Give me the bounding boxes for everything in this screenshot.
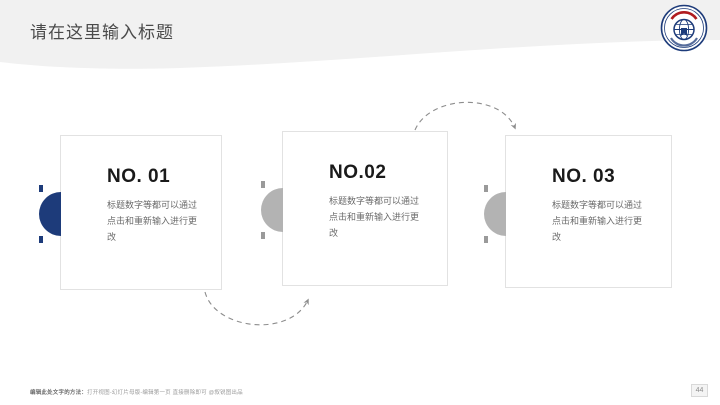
card-title: NO. 01 xyxy=(107,166,171,187)
footer-note: 编辑此处文字的方法：打开视图-幻灯片母版-编辑第一页 直接删除即可 @叙锐图出品 xyxy=(30,388,243,396)
card-badge-02 xyxy=(261,181,283,239)
university-seal-logo xyxy=(660,4,708,52)
card-no-03[interactable]: NO. 03 标题数字等都可以通过点击和重新输入进行更改 xyxy=(484,135,672,288)
card-badge-01 xyxy=(39,185,61,243)
footer-note-label: 编辑此处文字的方法： xyxy=(30,390,88,396)
card-no-02[interactable]: NO.02 标题数字等都可以通过点击和重新输入进行更改 xyxy=(261,131,448,286)
card-no-01[interactable]: NO. 01 标题数字等都可以通过点击和重新输入进行更改 xyxy=(39,135,222,290)
badge-tab-bottom-icon xyxy=(484,236,488,243)
page-number-badge: 44 xyxy=(691,384,708,397)
card-body: 标题数字等都可以通过点击和重新输入进行更改 xyxy=(107,200,198,242)
card-title: NO. 03 xyxy=(552,166,616,187)
badge-tab-bottom-icon xyxy=(261,232,265,239)
card-body: 标题数字等都可以通过点击和重新输入进行更改 xyxy=(329,196,420,238)
badge-tab-bottom-icon xyxy=(39,236,43,243)
card-badge-03 xyxy=(484,185,506,243)
header-band xyxy=(0,0,720,80)
badge-tab-top-icon xyxy=(261,181,265,188)
badge-tab-top-icon xyxy=(484,185,488,192)
footer-note-text: 打开视图-幻灯片母版-编辑第一页 直接删除即可 @叙锐图出品 xyxy=(87,390,243,396)
card-body: 标题数字等都可以通过点击和重新输入进行更改 xyxy=(552,200,643,242)
page-title: 请在这里输入标题 xyxy=(30,23,174,42)
card-title: NO.02 xyxy=(329,162,387,183)
badge-tab-top-icon xyxy=(39,185,43,192)
